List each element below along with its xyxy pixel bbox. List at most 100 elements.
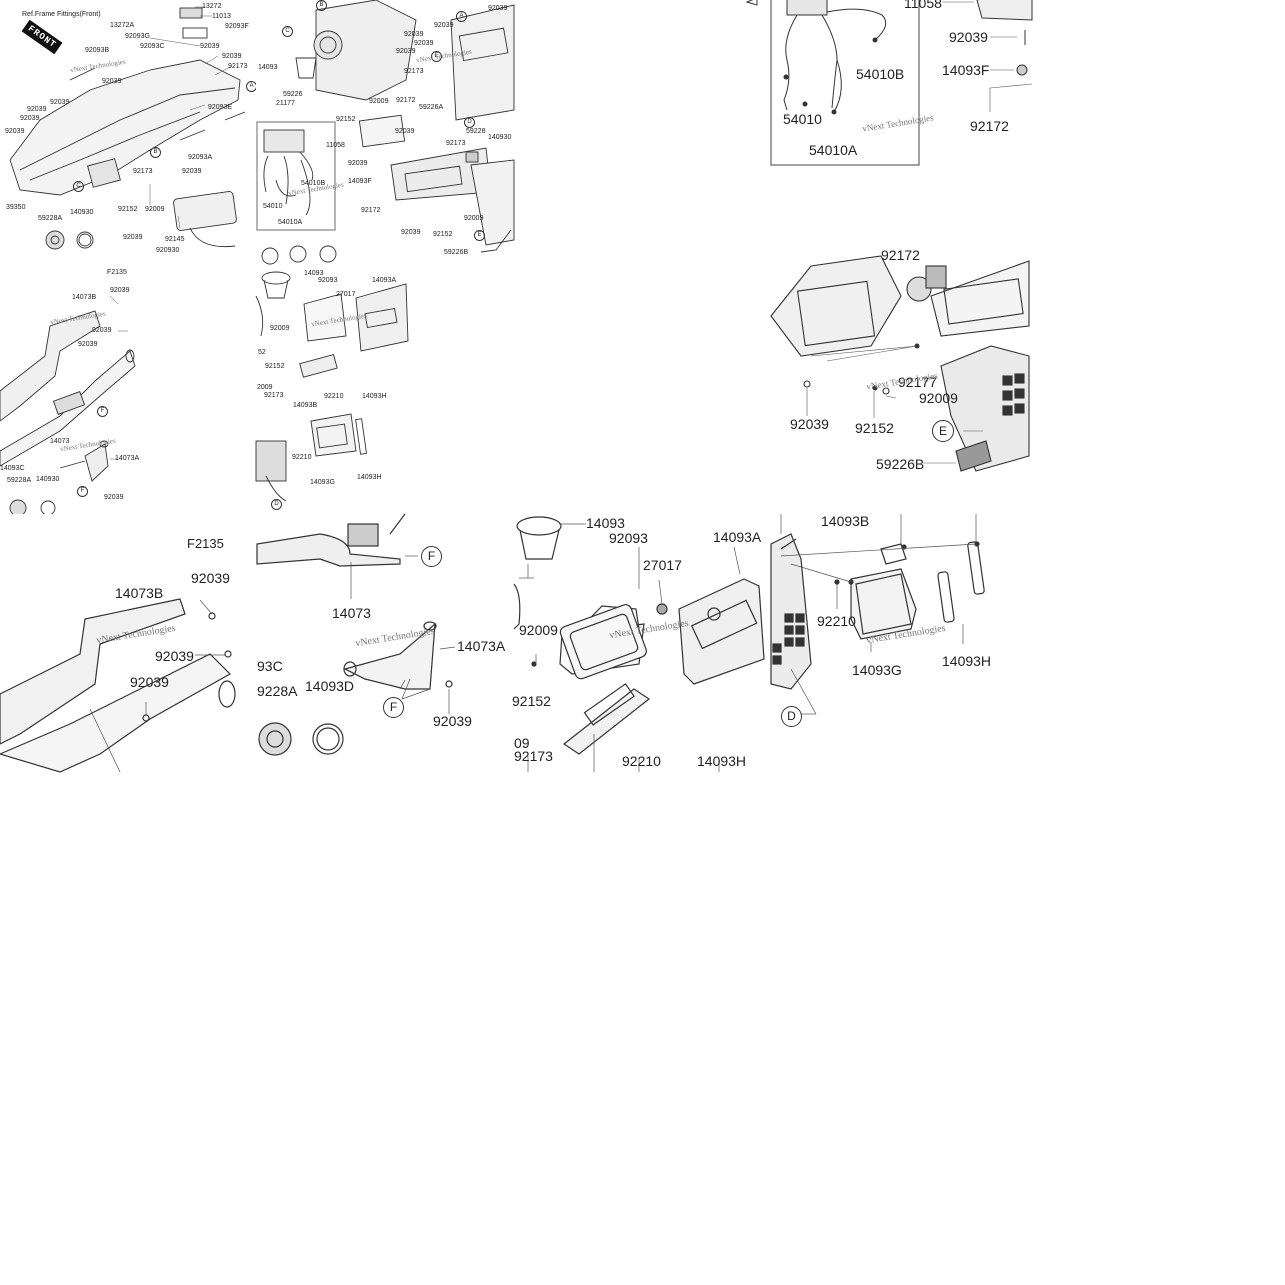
harness-inset-panel: 11058 92039 54010B 14093F 54010 92172 54… [742, 0, 1033, 170]
part-label: 92173 [133, 168, 153, 175]
part-label: 27017 [336, 291, 356, 298]
part-label: 92009 [145, 206, 165, 213]
part-label: 14093A [372, 277, 397, 284]
figure-ref: F2135 [187, 536, 224, 551]
callout-d: D [781, 706, 802, 727]
meter-console-drawing [256, 0, 515, 253]
part-label: 92173 [404, 68, 424, 75]
part-label: 92009 [369, 98, 389, 105]
part-label: 92172 [396, 97, 416, 104]
part-label: 14093 [304, 270, 324, 277]
part-label: 14093 [586, 515, 625, 531]
part-label: 13272 [202, 3, 222, 10]
part-label: 92152 [336, 116, 356, 123]
part-label: 14073A [115, 455, 140, 462]
part-label: 27017 [643, 557, 682, 573]
part-label: 92039 [790, 416, 829, 432]
part-label: 92039 [401, 229, 421, 236]
part-label: 92039 [50, 99, 70, 106]
part-label: 92039 [123, 234, 143, 241]
meter-zoom-drawing [770, 255, 1030, 472]
part-label: 92039 [130, 674, 169, 690]
part-label: 92093 [318, 277, 338, 284]
callout-b: B [316, 0, 327, 11]
part-label: 14073B [115, 585, 164, 601]
part-label: 54010 [783, 111, 822, 127]
part-label: 11058 [326, 142, 345, 149]
part-label: 11013 [212, 13, 231, 20]
callout-a: A [456, 11, 467, 22]
part-label: 92093F [225, 23, 249, 30]
part-label: 92152 [118, 206, 138, 213]
part-label: 92039 [949, 29, 988, 45]
duct-zoom-panel: F2135 14073B 92039 92039 92039 14073 140… [0, 513, 514, 773]
part-label: 54010 [263, 203, 283, 210]
part-label: 14093A [713, 529, 762, 545]
part-label: 92093E [208, 104, 233, 111]
part-label: 14093H [697, 753, 747, 769]
part-label: 2009 [257, 384, 273, 391]
part-label: 59228A [38, 215, 63, 222]
part-label: 920930 [156, 247, 180, 254]
callout-f: F [77, 486, 88, 497]
part-label: 92177 [898, 374, 937, 390]
part-label: 14093D [305, 678, 355, 694]
panel-zoom-panel: 14093B 92210 14093G 14093H D vNext Techn… [770, 514, 1029, 772]
part-label: 92009 [919, 390, 958, 406]
part-label: 92152 [433, 231, 453, 238]
duct-zoom-drawing [0, 513, 456, 773]
part-label: 92039 [20, 115, 40, 122]
part-label: 92039 [110, 287, 130, 294]
part-label: 140930 [70, 209, 94, 216]
part-label: 92172 [881, 247, 920, 263]
console-overview-panel: 14093 92093 27017 14093A 92009 52 92152 … [255, 245, 514, 514]
part-label: 92039 [395, 128, 415, 135]
part-label: 14093G [852, 662, 902, 678]
part-label: 14093C [0, 465, 25, 472]
part-label: 13272A [110, 22, 135, 29]
part-label: 14093B [293, 402, 318, 409]
part-label: 92009 [464, 215, 484, 222]
duct-overview-panel: F2135 14073B 92039 92039 92039 14073 140… [0, 256, 256, 517]
part-label: 54010B [301, 180, 326, 187]
part-label: 14073B [72, 294, 97, 301]
part-label: 92039 [434, 22, 454, 29]
callout-e: E [932, 420, 954, 442]
part-label: 92210 [324, 393, 344, 400]
panel-zoom-drawing [770, 514, 985, 715]
part-label: 92093B [85, 47, 110, 54]
part-label: 59226B [444, 249, 469, 256]
console-zoom-panel: 14093 92093 27017 14093A 92009 92152 09 … [512, 514, 771, 772]
callout-d: D [464, 117, 475, 128]
part-label: 140930 [488, 134, 512, 141]
part-label: 92093 [609, 530, 648, 546]
duct-drawing [0, 295, 136, 517]
part-label: 9228A [257, 683, 298, 699]
callout-f: F [97, 406, 108, 417]
part-label: 92093A [188, 154, 213, 161]
ref-note: Ref.Frame Fittings(Front) [22, 11, 101, 18]
part-label: 93C [257, 658, 283, 674]
part-label: 14093 [258, 64, 278, 71]
part-label: 92173 [514, 748, 553, 764]
callout-f: F [383, 697, 404, 718]
part-label: 92172 [970, 118, 1009, 134]
part-label: 92009 [519, 622, 558, 638]
part-label: 92039 [433, 713, 472, 729]
part-label: 92039 [102, 78, 122, 85]
part-label: 92039 [396, 48, 416, 55]
part-label: 92093C [140, 43, 165, 50]
console-drawing [255, 245, 409, 502]
part-label: 21177 [276, 100, 295, 107]
part-label: 92210 [817, 613, 856, 629]
part-label: 09 [514, 735, 530, 751]
callout-c: C [73, 181, 84, 192]
dashboard-frame-drawing [9, 6, 246, 250]
part-label: 54010A [278, 219, 303, 226]
part-label: 14073A [457, 638, 506, 654]
meter-zoom-panel: 92172 92177 92039 92009 92152 59226B E v… [770, 248, 1030, 484]
part-label: 92173 [228, 63, 248, 70]
console-zoom-drawing [513, 516, 765, 772]
part-label: 14093H [362, 393, 387, 400]
part-label: 92039 [5, 128, 25, 135]
